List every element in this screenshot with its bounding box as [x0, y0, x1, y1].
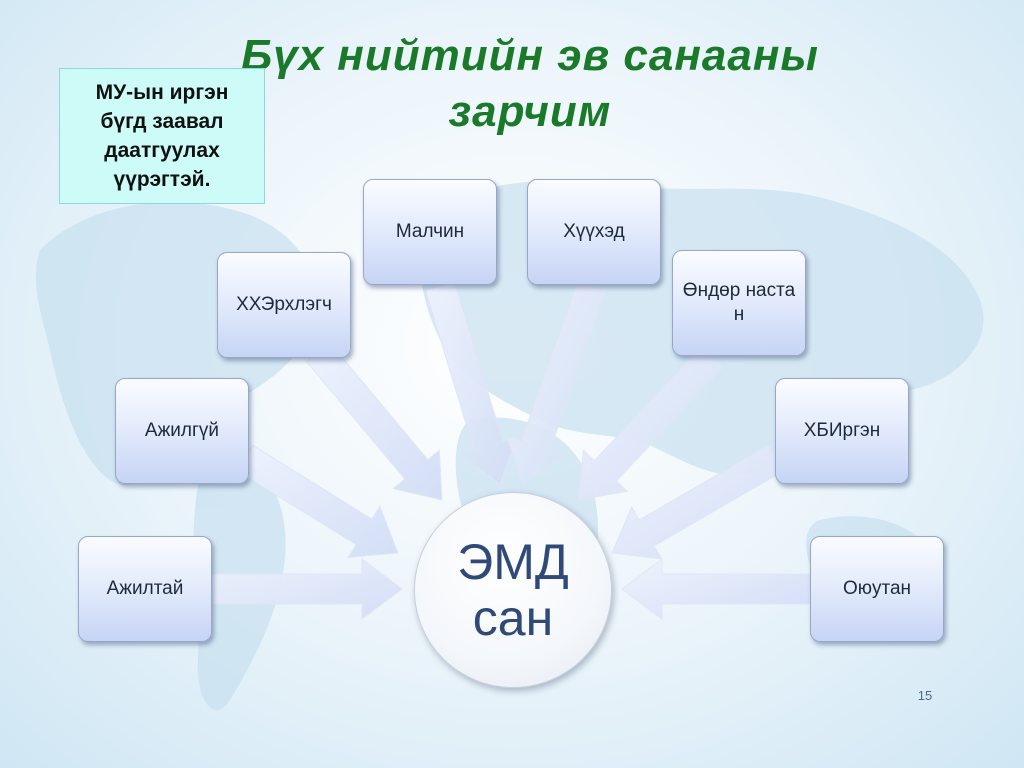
arrow-ouytan-to-hub [621, 558, 811, 620]
node-xxerhleg: ХХЭрхлэгч [217, 252, 351, 358]
node-hbirgen: ХБИргэн [775, 378, 909, 484]
node-huuhed: Хүүхэд [527, 179, 661, 285]
arrow-huuhed-to-hub [506, 280, 607, 485]
node-ouytan: Оюутан [810, 536, 944, 642]
hub-emd-san: ЭМД сан [414, 492, 612, 688]
node-ajilgui: Ажилгүй [115, 378, 249, 484]
arrow-undur-to-hub [577, 345, 724, 501]
arrow-ajilgui-to-hub [236, 444, 399, 558]
node-undur-nastan: Өндөр настан [672, 250, 806, 356]
node-ajiltai: Ажилтай [78, 536, 212, 642]
arrow-ajiltai-to-hub [211, 558, 403, 620]
arrow-malchin-to-hub [424, 280, 518, 485]
slide-title: Бүх нийтийн эв санааны зарчим [240, 31, 819, 136]
insurance-obligation-note: МУ-ын иргэн бүгд заавал даатгуулах үүрэг… [59, 68, 265, 204]
node-malchin: Малчин [363, 179, 497, 285]
arrow-xxerhleg-to-hub [305, 341, 443, 501]
page-number: 15 [917, 688, 933, 703]
arrow-hbirgen-to-hub [611, 444, 785, 560]
